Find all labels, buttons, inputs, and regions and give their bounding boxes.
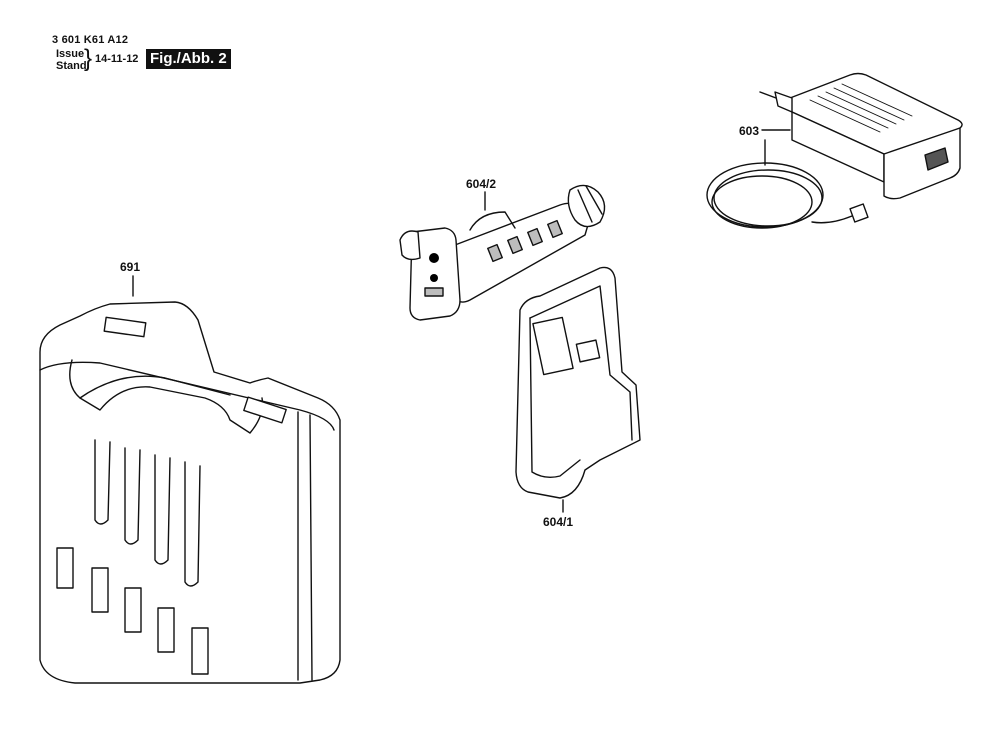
holder-knob-ridges — [577, 185, 603, 223]
pouch-inner-edge — [529, 285, 633, 441]
receiver-pouch-drawing — [515, 266, 641, 513]
case-latch-left — [103, 316, 147, 338]
part-label-691: 691 — [120, 260, 141, 274]
holder-slot-2 — [507, 235, 523, 255]
issue-date: 14-11-12 — [95, 53, 139, 65]
case-foot-4 — [157, 607, 175, 653]
case-foot-2 — [91, 567, 109, 613]
case-foot-1 — [56, 547, 74, 589]
case-handle-grip — [79, 375, 231, 399]
receiver-holder-drawing — [399, 184, 606, 321]
stand-label: Stand — [56, 60, 87, 72]
case-latch-right — [243, 396, 287, 424]
holder-slot-4 — [547, 219, 563, 239]
part-label-604-2: 604/2 — [466, 177, 497, 191]
holder-knob-right — [567, 184, 606, 228]
psu-front — [883, 127, 961, 200]
psu-strain-relief — [774, 91, 793, 113]
case-foot-5 — [191, 627, 209, 675]
holder-clamp-plate — [409, 227, 461, 321]
figure-label: Fig./Abb. 2 — [146, 49, 231, 69]
brace-glyph: } — [84, 45, 93, 72]
pouch-outline — [515, 266, 641, 499]
case-rib-3 — [154, 454, 171, 565]
pouch-front-edge — [529, 317, 581, 479]
part-label-603: 603 — [739, 124, 760, 138]
psu-dc-plug — [849, 203, 869, 223]
holder-knob-left — [399, 230, 421, 261]
holder-screw-1 — [429, 253, 439, 263]
power-supply-drawing — [706, 72, 963, 229]
holder-hump — [469, 211, 516, 231]
holder-screw-2 — [430, 274, 438, 282]
case-rib-2 — [124, 447, 141, 545]
pouch-window — [532, 316, 574, 376]
issue-label: Issue — [56, 48, 85, 60]
issue-stand-label: Issue Stand — [56, 48, 87, 72]
holder-slot-1 — [487, 243, 503, 263]
part-number: 3 601 K61 A12 — [52, 34, 129, 46]
psu-cable-stub — [759, 91, 777, 99]
pouch-clip — [575, 339, 601, 363]
psu-vents — [809, 83, 913, 133]
carrying-case-drawing — [39, 275, 341, 684]
case-rib-1 — [94, 439, 111, 525]
psu-cable-coil-2 — [713, 169, 823, 227]
psu-socket — [924, 147, 949, 171]
case-outline — [39, 301, 341, 684]
case-handle — [69, 359, 264, 434]
holder-slot-3 — [527, 227, 543, 247]
case-foot-3 — [124, 587, 142, 633]
case-rib-4 — [184, 461, 201, 587]
case-side-edge-2 — [309, 414, 313, 681]
holder-plate-slot — [424, 287, 444, 297]
psu-cable-tail — [811, 215, 853, 224]
part-label-604-1: 604/1 — [543, 515, 574, 529]
psu-cable-coil-3 — [711, 175, 813, 229]
